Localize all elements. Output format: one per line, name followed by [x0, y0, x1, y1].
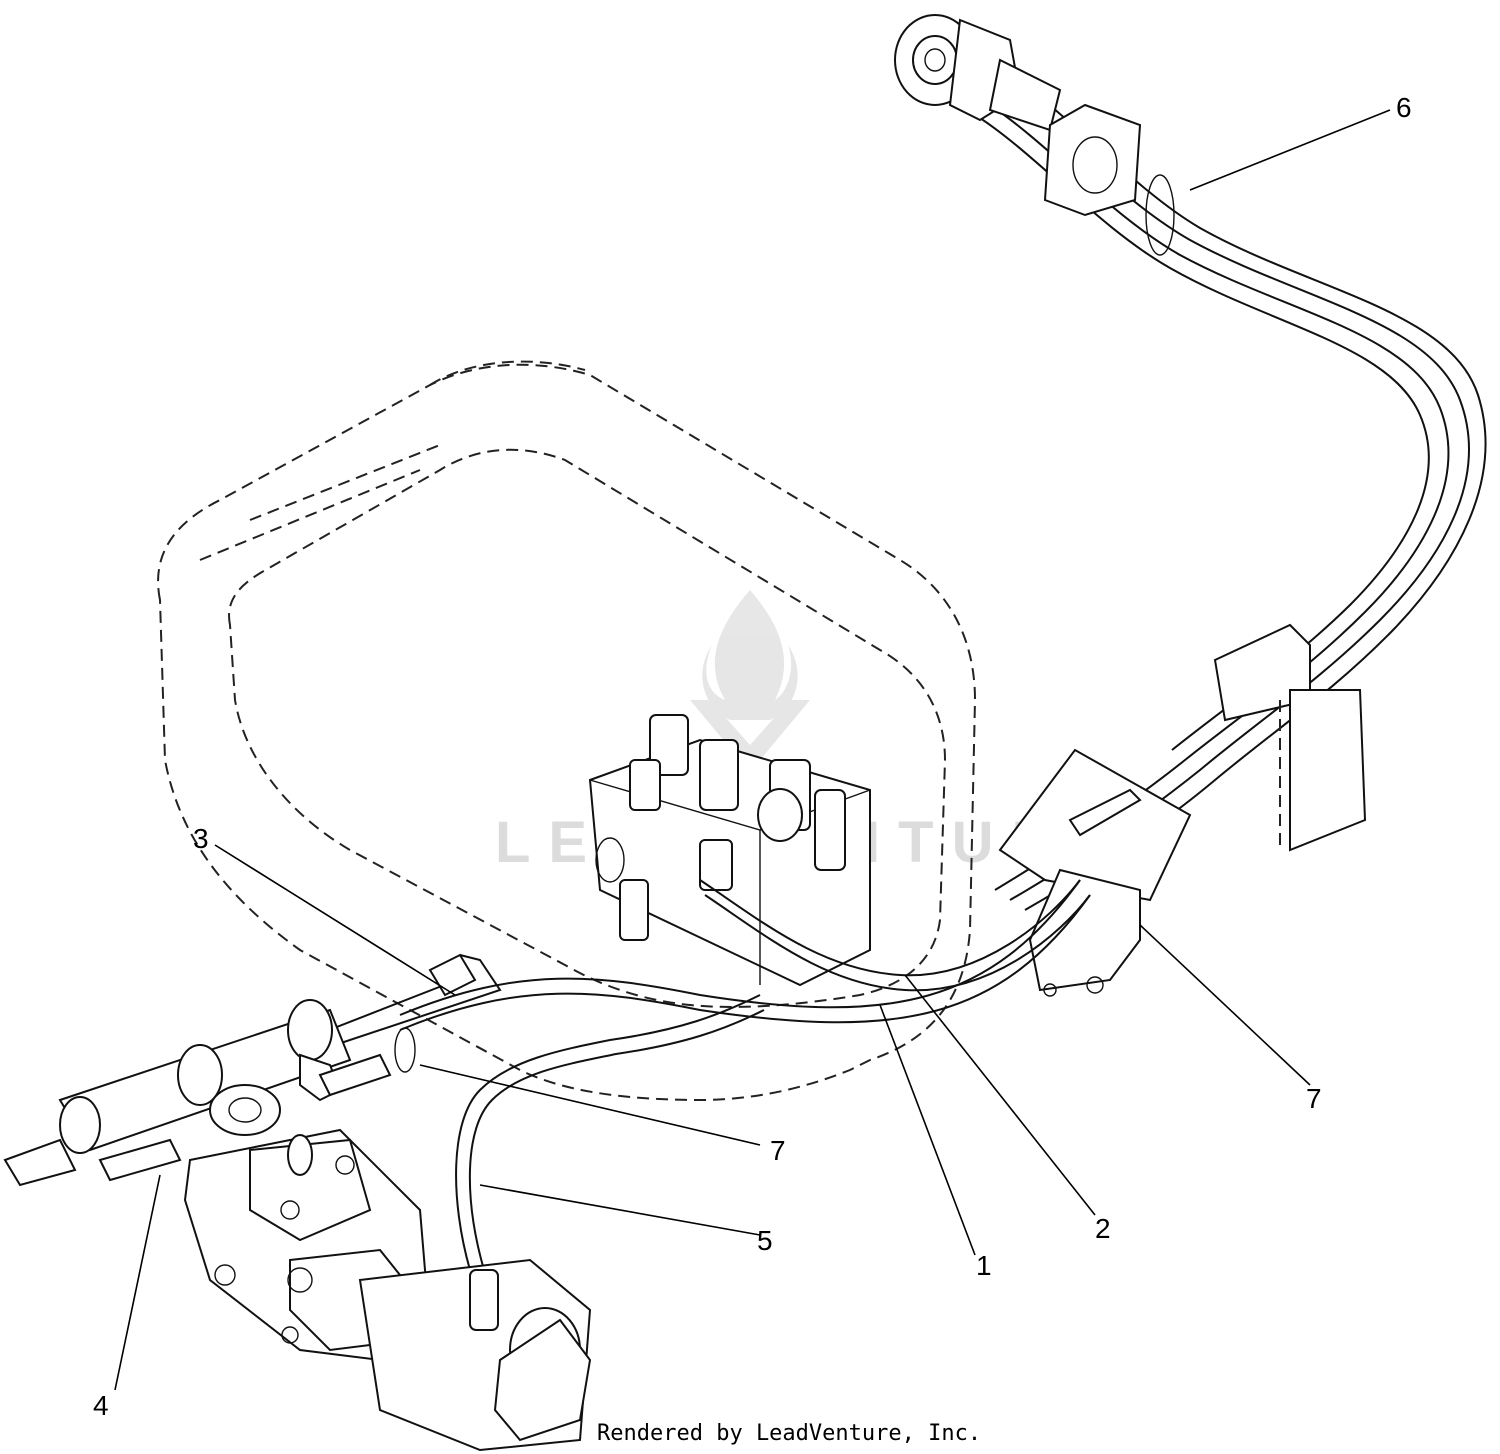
flame-logo-icon — [702, 590, 798, 720]
middle-clamp — [998, 748, 1192, 997]
callout-4: 4 — [93, 1390, 109, 1421]
footer-credit: Rendered by LeadVenture, Inc. — [597, 1421, 981, 1446]
hose-1-2-3 — [259, 879, 1091, 1071]
o-ring-6 — [1145, 174, 1175, 256]
v-logo-icon — [690, 700, 810, 760]
hose-5 — [455, 994, 761, 1271]
callout-1: 1 — [976, 1250, 992, 1281]
callout-7a: 7 — [770, 1135, 786, 1166]
frame-outline — [157, 360, 977, 1102]
hydraulic-pump — [183, 1084, 592, 1452]
left-cylinder — [3, 999, 416, 1187]
right-bracket — [1213, 623, 1367, 852]
callout-3: 3 — [193, 823, 209, 854]
leader-lines — [114, 109, 1391, 1391]
valve-manifold — [588, 714, 871, 987]
top-fitting — [894, 14, 1142, 217]
callout-2: 2 — [1095, 1213, 1111, 1244]
o-ring-7 — [394, 1027, 416, 1073]
hose-5-inner — [468, 1009, 765, 1271]
callout-6: 6 — [1396, 92, 1412, 123]
callout-7b: 7 — [1306, 1083, 1322, 1114]
callout-5: 5 — [757, 1225, 773, 1256]
